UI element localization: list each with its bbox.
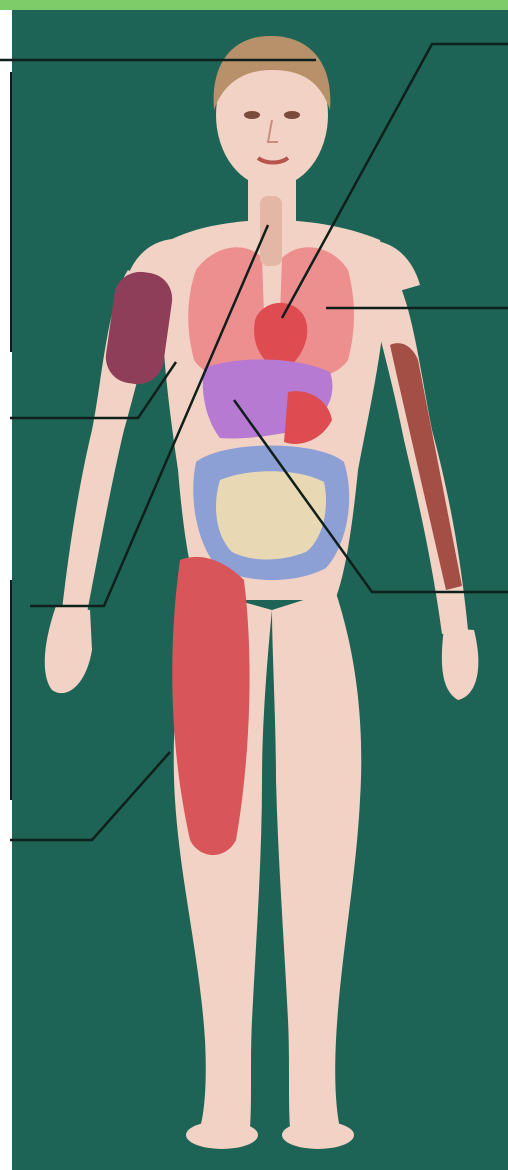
right-lung [188,247,266,378]
trachea [260,196,282,266]
left-hand [442,628,479,700]
forearm-bones [390,343,462,590]
small-intestine [216,471,326,559]
left-leg [272,590,361,1128]
right-hand [45,606,92,693]
right-foot [186,1121,258,1149]
upper-arm-muscle [102,269,175,388]
left-foot [282,1121,354,1149]
leader-line-thigh [10,752,170,840]
